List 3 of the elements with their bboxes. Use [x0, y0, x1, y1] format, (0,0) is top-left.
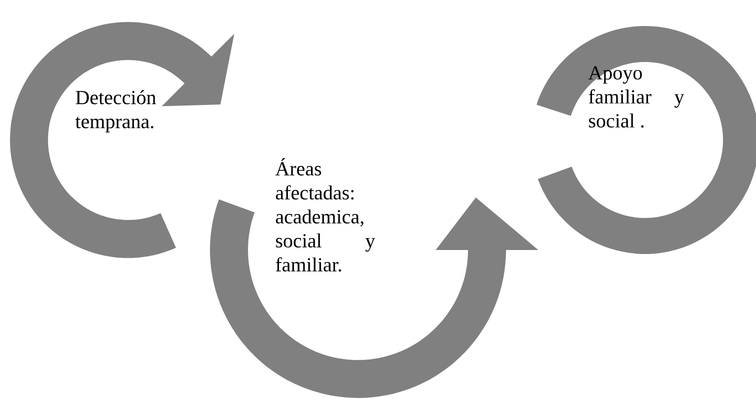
node-text: Detección temprana.	[75, 90, 156, 132]
node-text: Áreas afectadas: academica, social y familiar.	[275, 158, 376, 272]
node-text: Apoyo familiar y social .	[588, 66, 684, 128]
